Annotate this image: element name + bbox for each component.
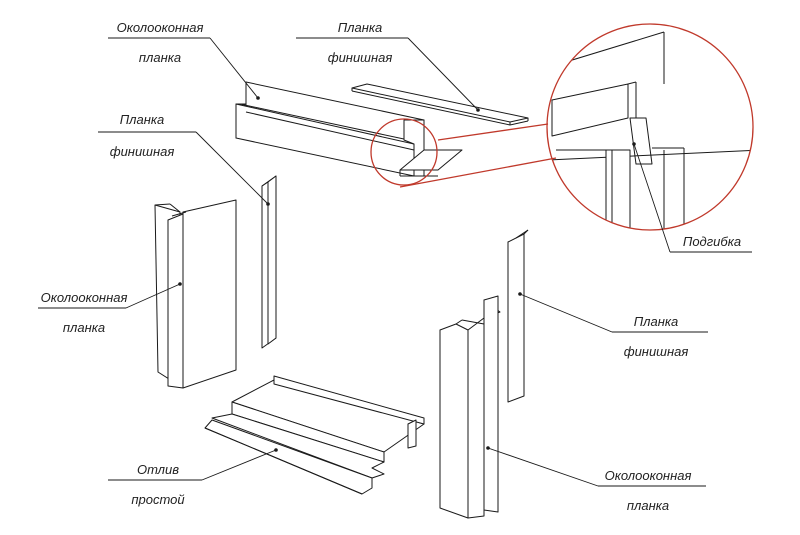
label-top-finish-line2: финишная [328,50,393,65]
label-sill: Отлив простой [131,462,184,507]
left-finish-part [261,175,277,349]
label-bend: Подгибка [683,234,741,249]
label-right-finish-line2: финишная [624,344,689,359]
label-left-casing: Околооконная планка [41,290,128,335]
label-left-finish-line2: финишная [110,144,175,159]
label-left-finish-line1: Планка [120,112,165,127]
label-right-casing: Околооконная планка [605,468,692,513]
label-right-finish: Планка финишная [624,314,689,359]
label-top-casing-line2: планка [139,50,181,65]
detail-callout [370,23,754,231]
sill-part [204,375,425,495]
label-sill-line2: простой [131,492,184,507]
top-finish-part [351,83,529,126]
label-right-casing-line2: планка [627,498,669,513]
right-finish-part [507,229,529,403]
label-top-finish: Планка финишная [328,20,393,65]
label-bend-text: Подгибка [683,234,741,249]
label-right-casing-line1: Околооконная [605,468,692,483]
right-casing-part [439,295,501,519]
label-top-finish-line1: Планка [338,20,383,35]
label-top-casing: Околооконная планка [117,20,204,65]
label-left-finish: Планка финишная [110,112,175,159]
label-right-finish-line1: Планка [634,314,679,329]
detail-zoom-contents [547,31,753,230]
left-casing-part [154,199,237,389]
label-sill-line1: Отлив [137,462,179,477]
leader-lines [38,37,752,487]
label-left-casing-line2: планка [63,320,105,335]
label-top-casing-line1: Околооконная [117,20,204,35]
top-joint-piece [399,149,463,177]
label-left-casing-line1: Околооконная [41,290,128,305]
